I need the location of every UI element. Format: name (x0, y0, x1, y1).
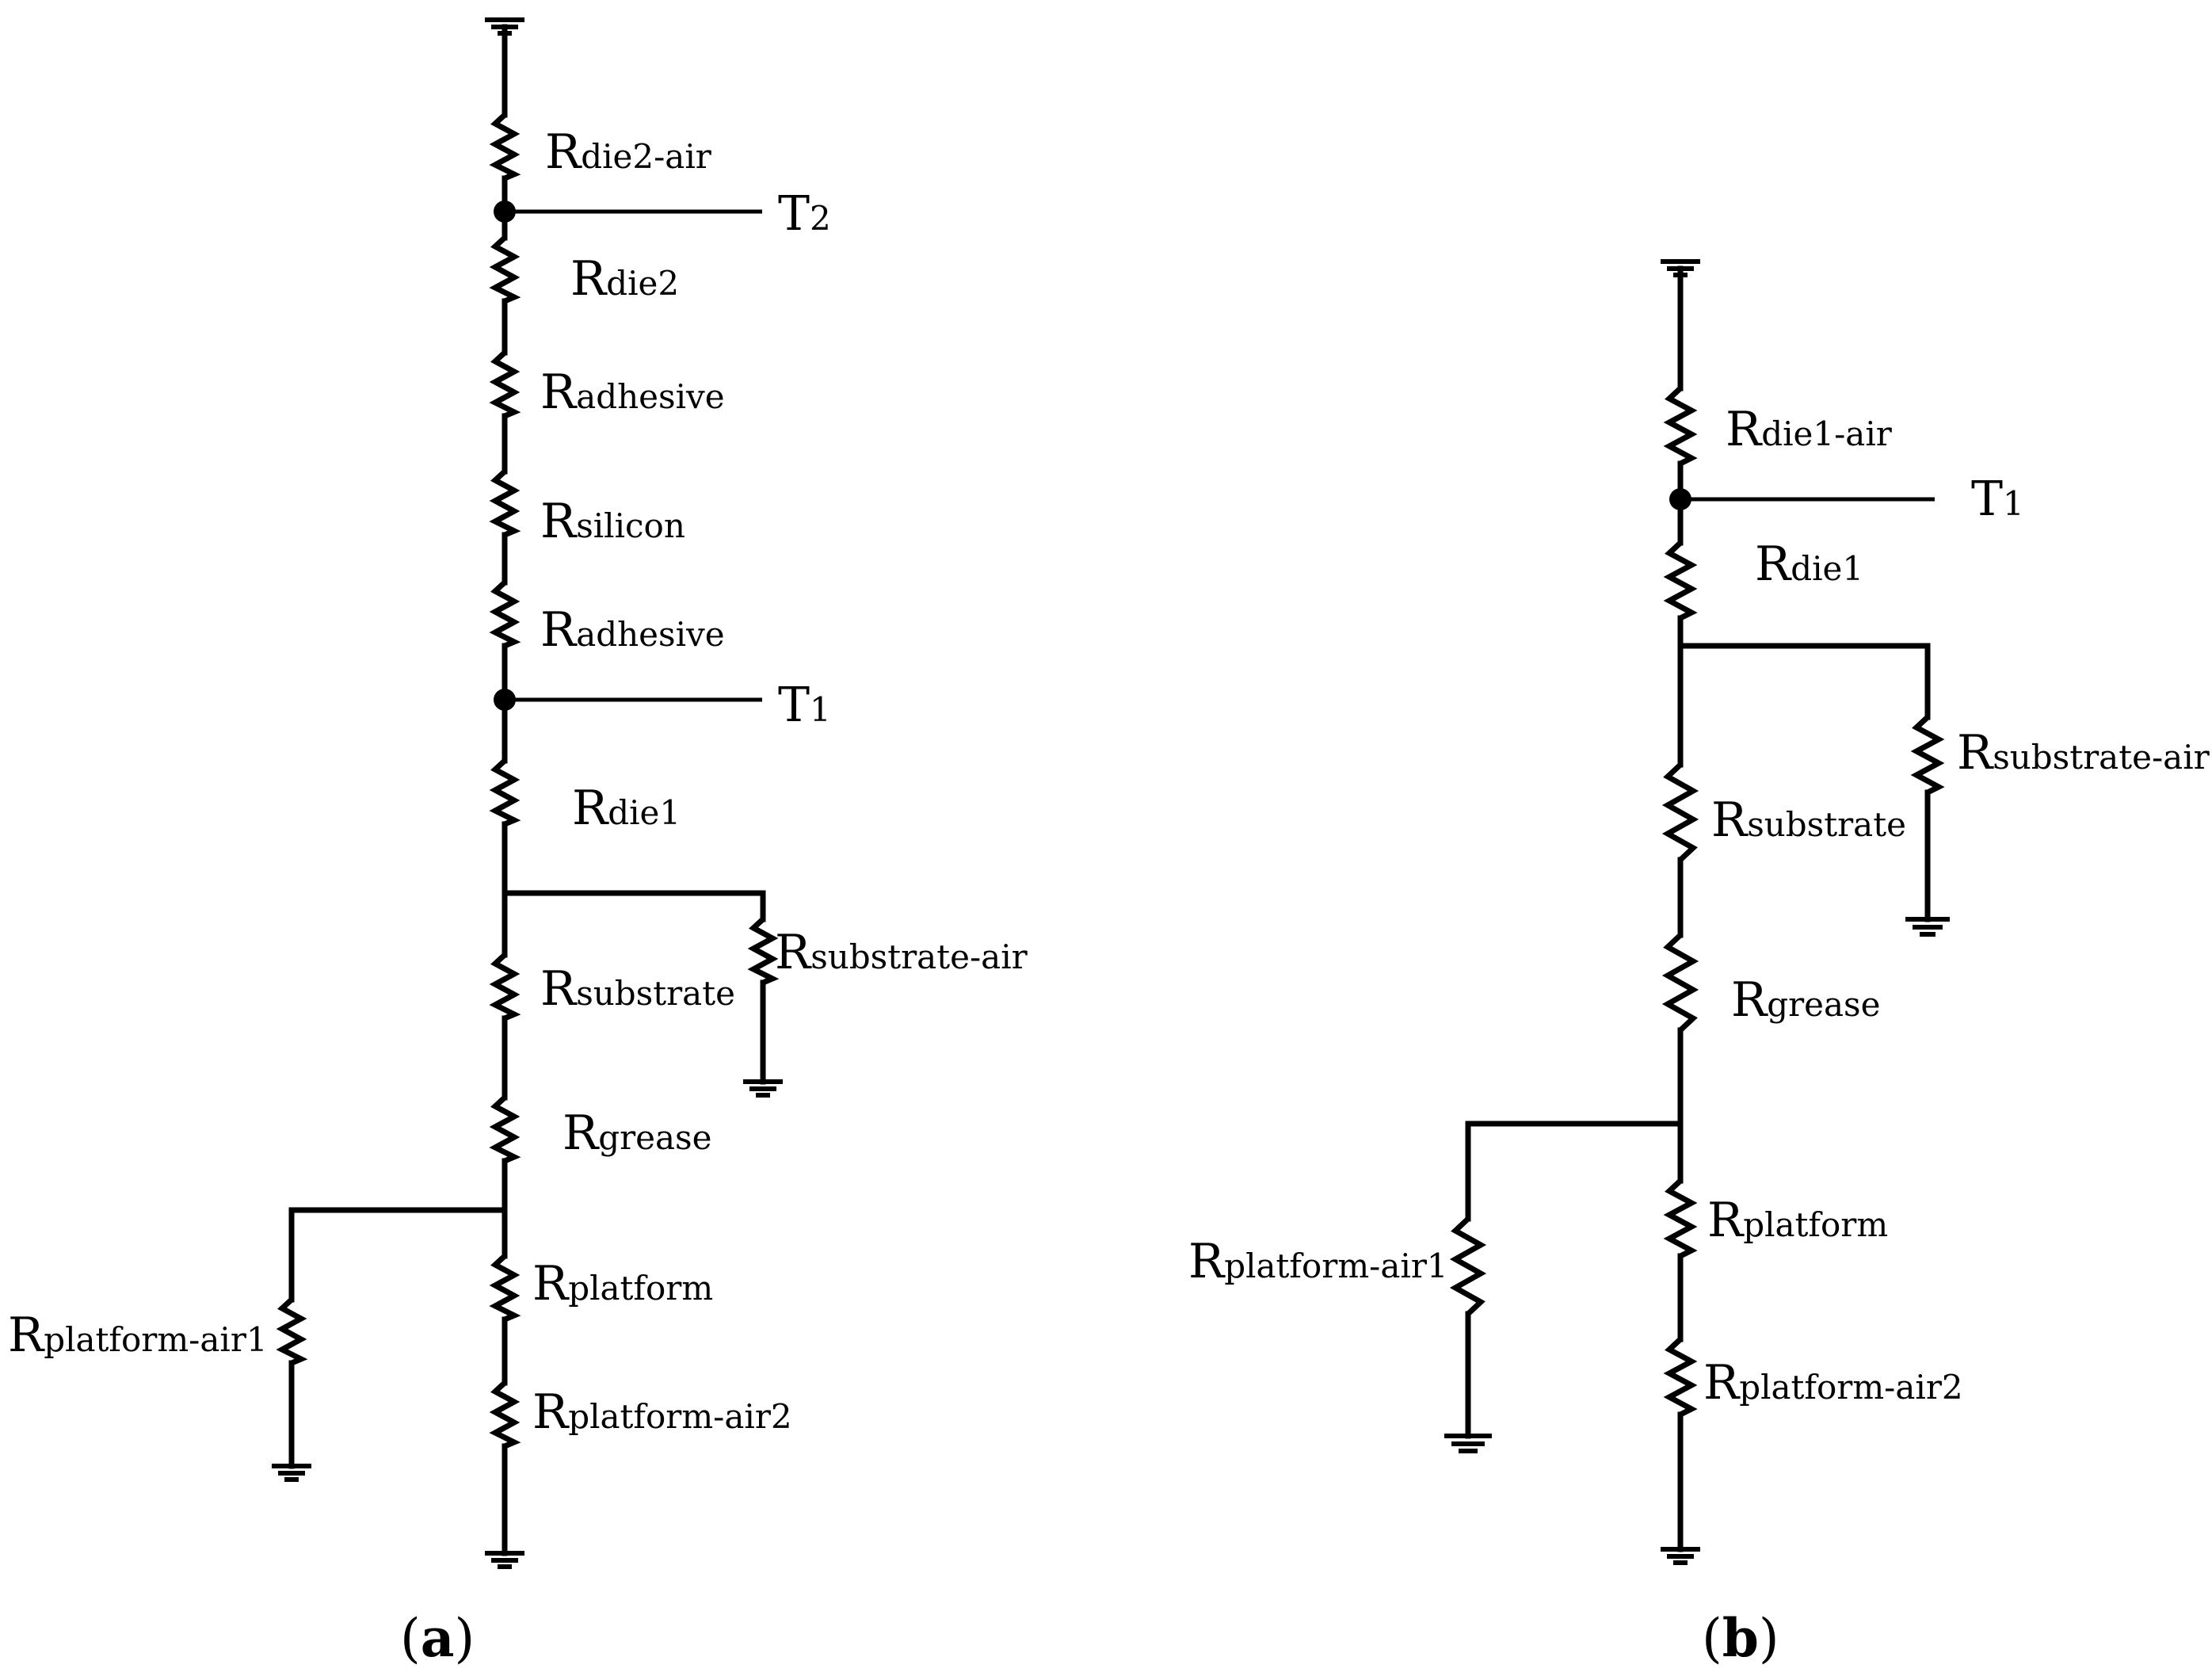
label-b-r-substrate: Rsubstrate (1711, 792, 1906, 848)
resistor-a-silicon (489, 469, 521, 538)
resistor-a-die1 (489, 758, 521, 827)
label-b-r-die1-air: Rdie1-air (1726, 402, 1893, 457)
label-b-r-substrate-air: Rsubstrate-air (1957, 725, 2210, 781)
label-a-r-die1: Rdie1 (572, 781, 681, 836)
ground-symbol-b-bottom (1661, 1547, 1700, 1565)
resistor-a-platform-air1 (276, 1297, 308, 1366)
wire-b-substrate-air-branch (1677, 643, 1931, 720)
label-a-r-grease: Rgrease (563, 1105, 711, 1161)
ground-symbol-b-platform (1444, 1434, 1492, 1453)
label-a-r-adhesive-top: Radhesive (540, 365, 725, 420)
resistor-a-platform (489, 1254, 521, 1323)
resistor-a-substrate-air (747, 917, 780, 986)
label-a-r-die2: Rdie2 (570, 251, 679, 307)
label-b-r-platform: Rplatform (1707, 1193, 1888, 1248)
ground-symbol-a-bottom (485, 1551, 524, 1569)
circuit-b: Rdie1-air T1 Rdie1 Rsubstrate-air Rsubst… (1188, 259, 2210, 1669)
label-a-t1: T1 (778, 678, 831, 733)
resistor-b-grease (1661, 933, 1699, 1033)
ground-symbol-b-substrate (1905, 917, 1950, 937)
resistor-a-die2 (489, 235, 521, 304)
wire-b-platform-air1-branch (1465, 1121, 1684, 1222)
resistor-a-adhesive-bottom (489, 580, 521, 649)
resistor-b-platform (1663, 1178, 1698, 1259)
label-a-r-platform: Rplatform (532, 1256, 713, 1312)
label-a-r-adhesive-bottom: Radhesive (540, 602, 725, 658)
label-a-r-substrate: Rsubstrate (540, 961, 735, 1017)
resistor-a-platform-air2 (489, 1380, 521, 1449)
label-a-r-die2-air: Rdie2-air (545, 124, 712, 180)
resistor-b-platform-air1 (1449, 1216, 1487, 1316)
resistor-a-substrate (489, 953, 521, 1021)
label-a-r-silicon: Rsilicon (540, 494, 685, 549)
label-a-r-platform-air2: Rplatform-air2 (532, 1384, 792, 1440)
circuit-a: Rdie2-air T2 Rdie2 Radhesive Rsilicon Ra… (8, 17, 1028, 1669)
wire-a-platform-air1-branch (288, 1207, 508, 1303)
label-b-r-die1: Rdie1 (1755, 536, 1863, 592)
label-b-t1: T1 (1971, 472, 2024, 527)
resistor-b-substrate-air (1910, 715, 1945, 796)
resistor-b-substrate (1661, 762, 1699, 862)
resistor-a-adhesive-top (489, 350, 521, 419)
label-a-r-substrate-air: Rsubstrate-air (775, 925, 1028, 980)
ground-symbol-a-substrate (743, 1079, 783, 1098)
resistor-a-grease (489, 1095, 521, 1164)
label-b-r-platform-air2: Rplatform-air2 (1703, 1355, 1963, 1411)
resistor-b-die1-air (1663, 386, 1698, 467)
ground-symbol-a-platform (272, 1464, 311, 1482)
resistor-b-die1 (1663, 540, 1698, 621)
caption-b: (b) (1702, 1607, 1779, 1669)
caption-a: (a) (400, 1607, 475, 1669)
resistor-a-die2-air (489, 113, 521, 181)
label-b-r-grease: Rgrease (1731, 972, 1880, 1028)
label-a-t2: T2 (778, 186, 831, 242)
label-b-r-platform-air1: Rplatform-air1 (1188, 1234, 1448, 1289)
wire-a-substrate-air-branch (502, 890, 766, 922)
label-a-r-platform-air1: Rplatform-air1 (8, 1308, 268, 1363)
resistor-b-platform-air2 (1663, 1337, 1698, 1418)
